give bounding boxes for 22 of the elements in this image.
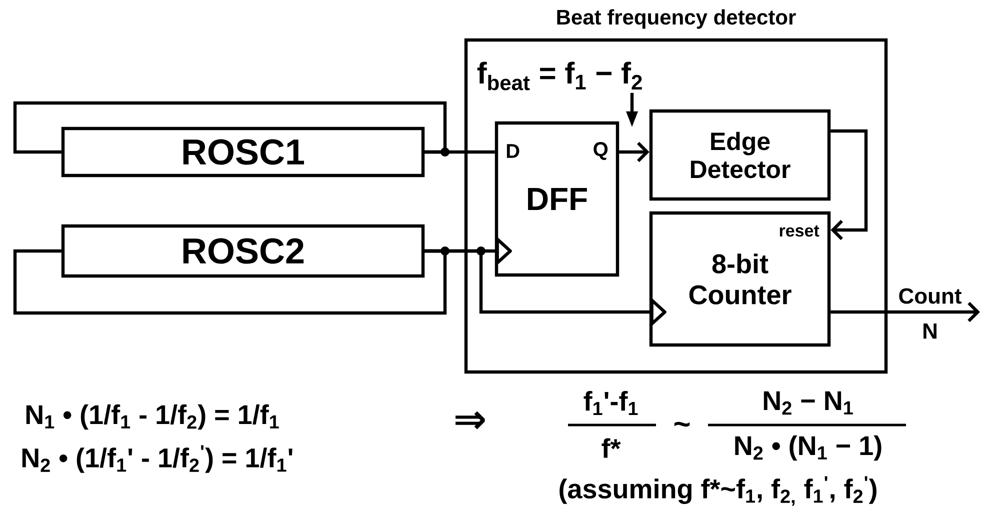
assumption-note: (assuming f*~f$_{1}$, f$_{2,}$ f$_{1}$$^{'}$, f$_{2}$$^{'}$): [560, 476, 876, 506]
fraction-denominator: N$_{2}$ • (N$_{1}$ − 1): [735, 435, 882, 461]
output-label: N: [924, 323, 936, 339]
equation: N$_{1}$ • (1/f$_{1}$ - 1/f$_{2}$) = 1/f$_{1}$: [26, 404, 279, 430]
node-label: Beat frequency detector: [557, 9, 796, 29]
flip-flop-box: D Q DFF: [494, 121, 620, 277]
oscillator-box: ROSC2: [61, 224, 425, 278]
edge-label: Count: [897, 287, 963, 305]
fraction-denominator: f*: [602, 438, 621, 458]
detector-box: Edge Detector: [649, 109, 831, 201]
arrow: [830, 129, 868, 240]
beat-formula: f$_{beat}$ = f$_{1}$ − f$_{2}$: [477, 62, 642, 90]
arrow: [424, 249, 666, 326]
fraction-numerator: N$_{2}$ − N$_{1}$: [764, 391, 853, 415]
oscillator-box: ROSC1: [61, 126, 425, 178]
arrow: [619, 142, 650, 162]
equation: N$_{2}$ • (1/f$_{1}$' - 1/f$_{2}$$^{'}$) = 1/f$_{1}$': [22, 445, 292, 473]
arrow: [830, 302, 980, 322]
counter-box: reset 8-bit Counter: [649, 211, 831, 347]
implies-symbol: ⇒: [456, 411, 485, 430]
fraction-numerator: f$_{1}$'-f$_{1}$: [584, 391, 638, 415]
similar-symbol: ~: [674, 422, 690, 427]
